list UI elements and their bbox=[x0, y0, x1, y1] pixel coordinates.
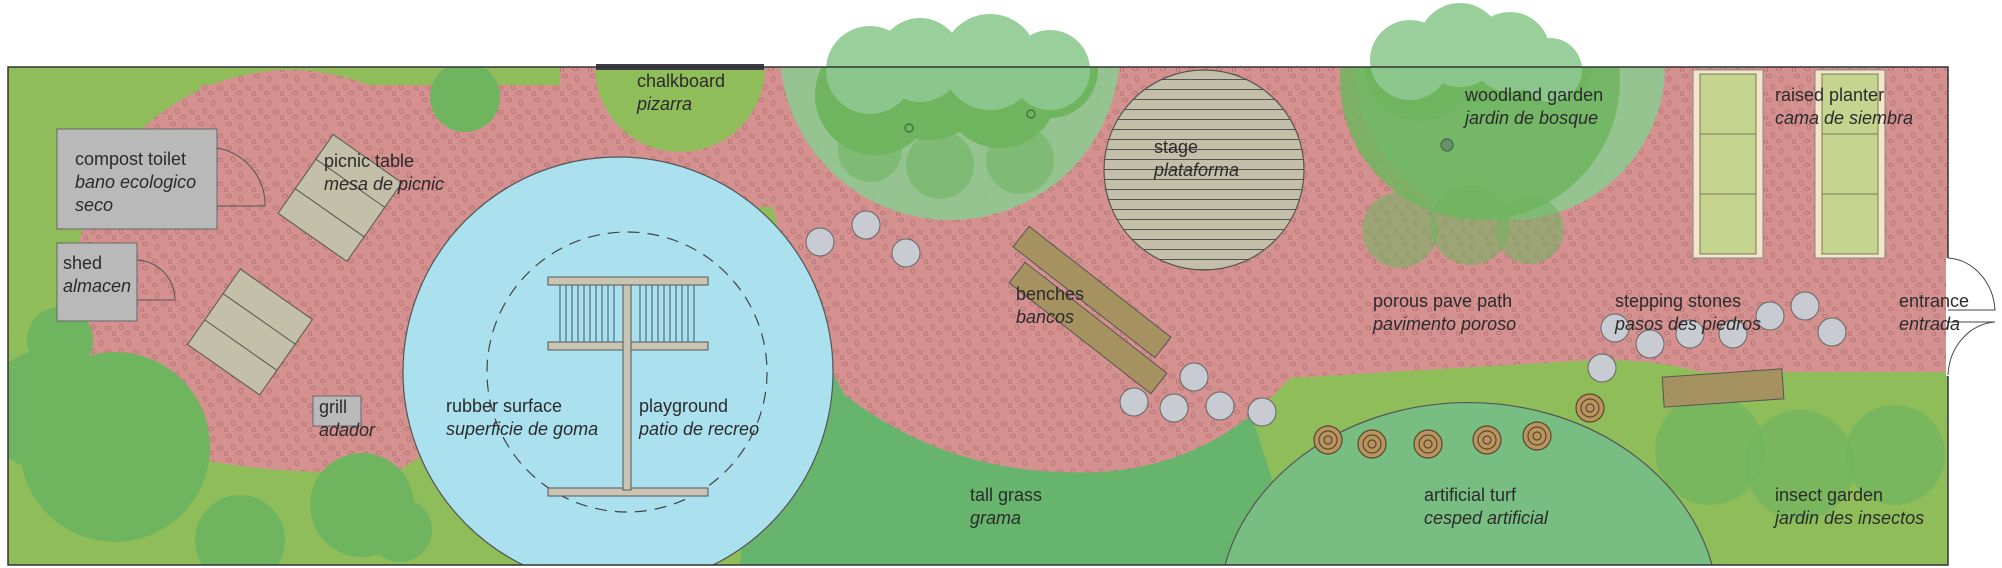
label-shed: shed almacen bbox=[63, 253, 132, 296]
benches bbox=[1008, 225, 1785, 408]
label-porous-pave-path: porous pave path pavimento poroso bbox=[1373, 291, 1517, 334]
label-tall-grass: tall grass grama bbox=[970, 485, 1043, 528]
label-raised-planter: raised planter cama de siembra bbox=[1775, 85, 1914, 128]
raised-planters bbox=[1692, 69, 1886, 259]
label-insect-garden: insect garden jardin des insectos bbox=[1775, 485, 1925, 528]
chalkboard-lawn bbox=[595, 67, 765, 152]
picnic-tables bbox=[186, 133, 403, 396]
label-picnic-table: picnic table mesa de picnic bbox=[324, 151, 445, 194]
stepping-stones bbox=[805, 210, 1847, 427]
swing-radius bbox=[486, 231, 768, 513]
artificial-turf bbox=[1224, 402, 1713, 565]
label-stage: stage plataforma bbox=[1154, 137, 1240, 180]
canopy-overhang bbox=[826, 3, 1582, 114]
shed-building bbox=[56, 242, 138, 322]
label-entrance: entrance entrada bbox=[1899, 291, 1970, 334]
label-grill: grill adador bbox=[319, 397, 376, 440]
compost-toilet-building bbox=[56, 128, 218, 230]
lawn-corner bbox=[8, 67, 215, 125]
entrance-gate bbox=[1946, 257, 2002, 376]
log-stumps bbox=[1313, 393, 1605, 459]
buildings bbox=[56, 128, 362, 427]
tree-trunks bbox=[904, 109, 1454, 152]
label-stepping-stones: stepping stones pasos des piedros bbox=[1615, 291, 1762, 334]
stage-platform bbox=[1103, 69, 1305, 271]
label-rubber-surface: rubber surface superficie de goma bbox=[446, 396, 599, 439]
label-artificial-turf: artificial turf cesped artificial bbox=[1424, 485, 1549, 528]
swing-chains bbox=[559, 285, 695, 342]
label-benches: benches bancos bbox=[1016, 284, 1085, 327]
label-woodland-garden: woodland garden jardin de bosque bbox=[1465, 85, 1604, 128]
play-structure bbox=[547, 276, 709, 497]
label-chalkboard: chalkboard pizarra bbox=[637, 71, 726, 114]
label-compost-toilet: compost toilet bano ecologico seco bbox=[75, 149, 197, 215]
label-playground: playground patio de recreo bbox=[639, 396, 760, 439]
grill bbox=[312, 395, 362, 427]
door-swings bbox=[136, 147, 266, 301]
rubber-surface bbox=[402, 156, 834, 565]
